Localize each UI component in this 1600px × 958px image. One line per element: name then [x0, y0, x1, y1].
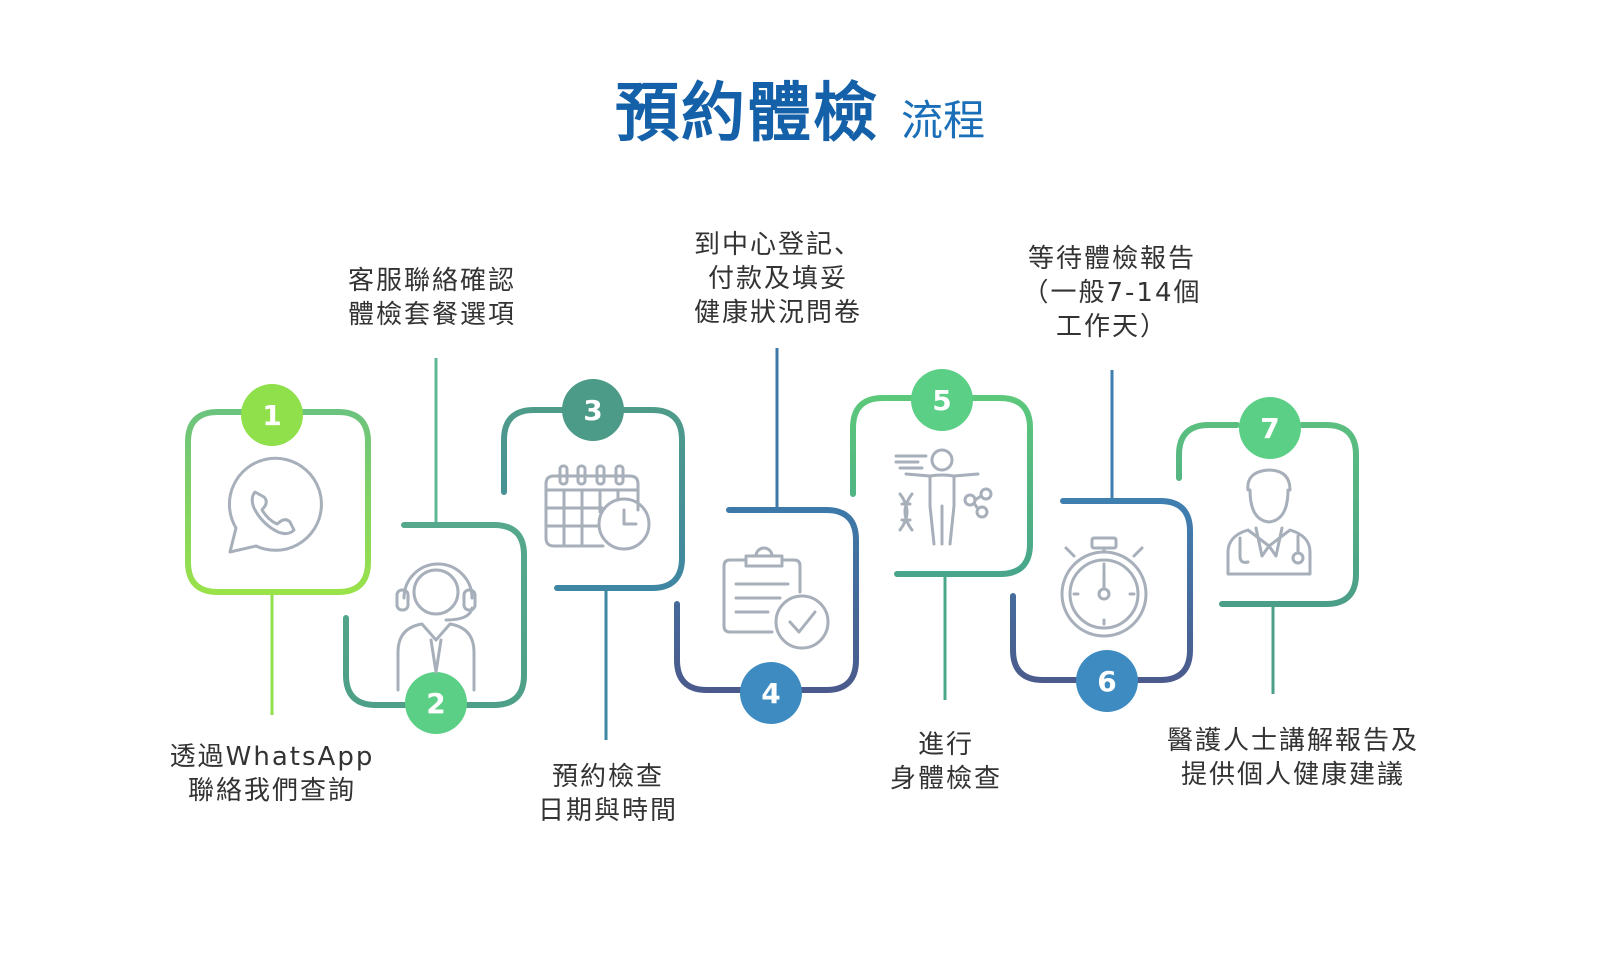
- step-1-number: 1: [262, 399, 281, 432]
- step-7-frame: [1176, 422, 1359, 607]
- customer-service-icon: [395, 562, 477, 692]
- step-1: 1: [185, 384, 371, 715]
- calendar-clock-icon: [544, 464, 651, 551]
- step-5-frame: [850, 395, 1033, 577]
- step-3-badge: [562, 379, 624, 441]
- step-5: 5: [850, 369, 1033, 700]
- step-2-number: 2: [426, 687, 445, 720]
- step-6-frame: [1010, 498, 1193, 683]
- stopwatch-icon: [1060, 536, 1148, 638]
- step-7-number: 7: [1260, 412, 1279, 445]
- step-6: 6: [1010, 370, 1193, 712]
- step-4-number: 4: [761, 677, 780, 710]
- step-6-caption: 等待體檢報告 （一般7-14個 工作天）: [1022, 244, 1202, 342]
- step-3: 3: [501, 379, 685, 740]
- step-6-badge: [1076, 650, 1138, 712]
- step-6-number: 6: [1097, 665, 1116, 698]
- step-1-badge: [241, 384, 303, 446]
- step-4-badge: [740, 662, 802, 724]
- step-5-badge: [911, 369, 973, 431]
- step-2: 2: [343, 358, 527, 734]
- step-1-caption: 透過WhatsApp 聯絡我們查詢: [169, 742, 375, 806]
- step-3-number: 3: [583, 394, 602, 427]
- step-4-frame: [674, 507, 859, 693]
- page-title: 預約體檢流程: [0, 62, 1600, 154]
- body-scan-icon: [894, 448, 993, 546]
- title-main: 預約體檢: [614, 77, 879, 151]
- step-1-frame: [185, 409, 371, 595]
- step-7-badge: [1239, 397, 1301, 459]
- step-3-frame: [501, 407, 685, 591]
- clipboard-check-icon: [722, 546, 830, 650]
- title-sub: 流程: [900, 96, 985, 145]
- step-7-caption: 醫護人士講解報告及 提供個人健康建議: [1166, 726, 1419, 790]
- step-5-number: 5: [932, 384, 951, 417]
- step-4: 4: [674, 348, 859, 724]
- whatsapp-icon: [228, 456, 323, 554]
- step-2-caption: 客服聯絡確認 體檢套餐選項: [347, 266, 516, 330]
- step-3-caption: 預約檢查 日期與時間: [537, 762, 678, 826]
- step-2-badge: [405, 672, 467, 734]
- step-4-caption: 到中心登記、 付款及填妥 健康狀況問卷: [693, 230, 862, 328]
- step-5-caption: 進行 身體檢查: [889, 730, 1002, 794]
- step-2-frame: [343, 522, 527, 708]
- step-7: 7: [1176, 397, 1359, 694]
- doctor-icon: [1226, 468, 1312, 576]
